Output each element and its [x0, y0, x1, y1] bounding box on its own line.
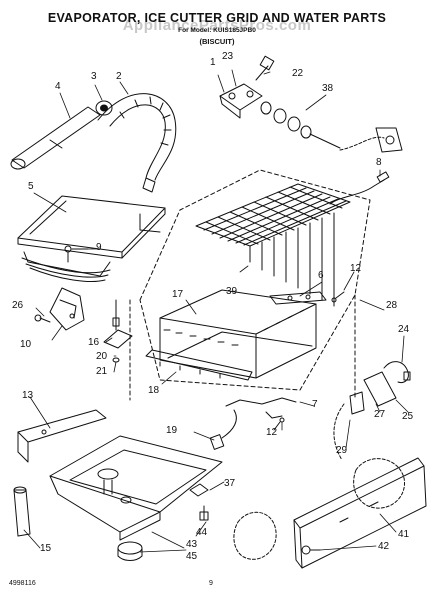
deflector-part-13	[17, 409, 107, 463]
callout-3: 3	[91, 71, 97, 82]
callout-43: 43	[186, 539, 198, 550]
rail-part-41	[293, 457, 427, 569]
fitting-part-16	[103, 299, 133, 363]
callout-12-upper: 12	[350, 263, 362, 274]
callout-17: 17	[172, 289, 184, 300]
ice-tube-part-4	[10, 106, 101, 170]
drain-hose-part-15	[13, 486, 31, 537]
callout-10: 10	[20, 339, 32, 350]
callout-18: 18	[148, 385, 160, 396]
callout-1: 1	[210, 57, 216, 68]
callout-21: 21	[96, 366, 108, 377]
cube-tray-part-17	[159, 289, 317, 379]
callout-19: 19	[166, 425, 178, 436]
wiring-harness-part-19	[209, 397, 297, 450]
callout-29: 29	[336, 445, 348, 456]
callout-16: 16	[88, 337, 100, 348]
callout-5: 5	[28, 181, 34, 192]
callout-8: 8	[376, 157, 382, 168]
screw-part-9	[64, 245, 89, 263]
callout-45: 45	[186, 551, 198, 562]
water-trough-part-43	[49, 435, 223, 541]
pump-motor-outline	[233, 458, 405, 560]
evaporator-plate-part-5	[17, 195, 166, 282]
color-code: (BISCUIT)	[199, 37, 235, 46]
callout-leader-lines	[23, 69, 409, 553]
callout-2: 2	[116, 71, 122, 82]
callout-25: 25	[402, 411, 414, 422]
page-number: 9	[209, 580, 213, 587]
cutter-grid-wires-part-39	[195, 183, 351, 307]
bracket-part-10	[34, 287, 85, 331]
page-title: EVAPORATOR, ICE CUTTER GRID AND WATER PA…	[47, 11, 387, 25]
callout-41: 41	[398, 529, 410, 540]
callout-12-lower: 12	[266, 427, 278, 438]
callout-22: 22	[292, 68, 304, 79]
callout-7: 7	[312, 399, 318, 410]
drain-fitting-part-37	[189, 483, 209, 521]
callout-37: 37	[224, 478, 236, 489]
callout-28: 28	[386, 300, 398, 311]
callout-20: 20	[96, 351, 108, 362]
model-subtitle: For Model: KUIS185JPB0	[178, 27, 256, 34]
grid-bracket-part-6	[269, 291, 327, 305]
callout-9: 9	[96, 242, 102, 253]
callout-42: 42	[378, 541, 390, 552]
callout-26: 26	[12, 300, 24, 311]
screw-part-42	[301, 545, 321, 555]
water-valve-part-1	[219, 55, 275, 119]
callout-4: 4	[55, 81, 61, 92]
document-number: 4998116	[9, 580, 36, 587]
nut-part-3	[95, 100, 113, 116]
water-inlet-tube-part-8	[329, 127, 403, 205]
callout-15: 15	[40, 543, 52, 554]
callout-39: 39	[226, 286, 238, 297]
bracket-part-27	[349, 371, 397, 415]
watermark: AppliancePartsPros.com	[122, 17, 312, 34]
screw-part-12	[273, 291, 345, 431]
callout-24: 24	[398, 324, 410, 335]
callout-38: 38	[322, 83, 334, 94]
callout-6: 6	[318, 270, 324, 281]
wire-part-29	[333, 403, 345, 461]
cube-tray-side-part-18	[145, 349, 253, 381]
pump-part-45	[117, 541, 143, 561]
callout-23: 23	[222, 51, 234, 62]
cutter-grid-frame-outline	[129, 169, 371, 401]
callout-44: 44	[196, 527, 208, 538]
thermistor-part-24	[383, 361, 411, 383]
drain-hose-part-2	[97, 93, 177, 193]
valve-fittings-part-38	[260, 101, 341, 149]
callout-13: 13	[22, 390, 34, 401]
callout-27: 27	[374, 409, 386, 420]
